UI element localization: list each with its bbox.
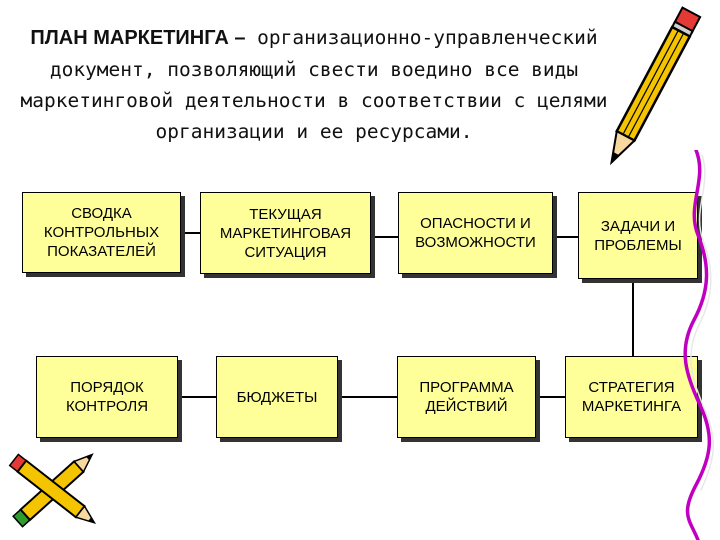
connector-threats-tasks — [553, 236, 578, 238]
box-budgets: БЮДЖЕТЫ — [216, 356, 338, 438]
box-tasks-problems: ЗАДАЧИ И ПРОБЛЕМЫ — [578, 192, 698, 279]
connector-tasks-strategy — [632, 279, 634, 356]
title-rest: организационно-управленческий документ, … — [20, 26, 608, 143]
box-threats-opportunities: ОПАСНОСТИ И ВОЗМОЖНОСТИ — [398, 192, 553, 274]
connector-program-budgets — [338, 396, 397, 398]
box-current-situation: ТЕКУЩАЯ МАРКЕТИНГОВАЯ СИТУАЦИЯ — [200, 192, 371, 274]
pencil-icon — [610, 6, 702, 166]
box-summary-indicators: СВОДКА КОНТРОЛЬНЫХ ПОКАЗАТЕЛЕЙ — [22, 192, 181, 273]
title-lead: ПЛАН МАРКЕТИНГА – — [30, 27, 246, 49]
plan-definition-text: ПЛАН МАРКЕТИНГА – организационно-управле… — [8, 22, 620, 147]
crossed-pencils-icon — [8, 453, 97, 528]
connector-strategy-program — [536, 396, 565, 398]
box-action-program: ПРОГРАММА ДЕЙСТВИЙ — [397, 356, 536, 438]
squiggle-line-icon — [683, 150, 714, 540]
box-control-procedure: ПОРЯДОК КОНТРОЛЯ — [36, 356, 178, 438]
connector-budgets-control — [178, 396, 216, 398]
connector-situation-threats — [371, 236, 398, 238]
connector-summary-situation — [181, 232, 200, 234]
box-marketing-strategy: СТРАТЕГИЯ МАРКЕТИНГА — [565, 356, 698, 438]
